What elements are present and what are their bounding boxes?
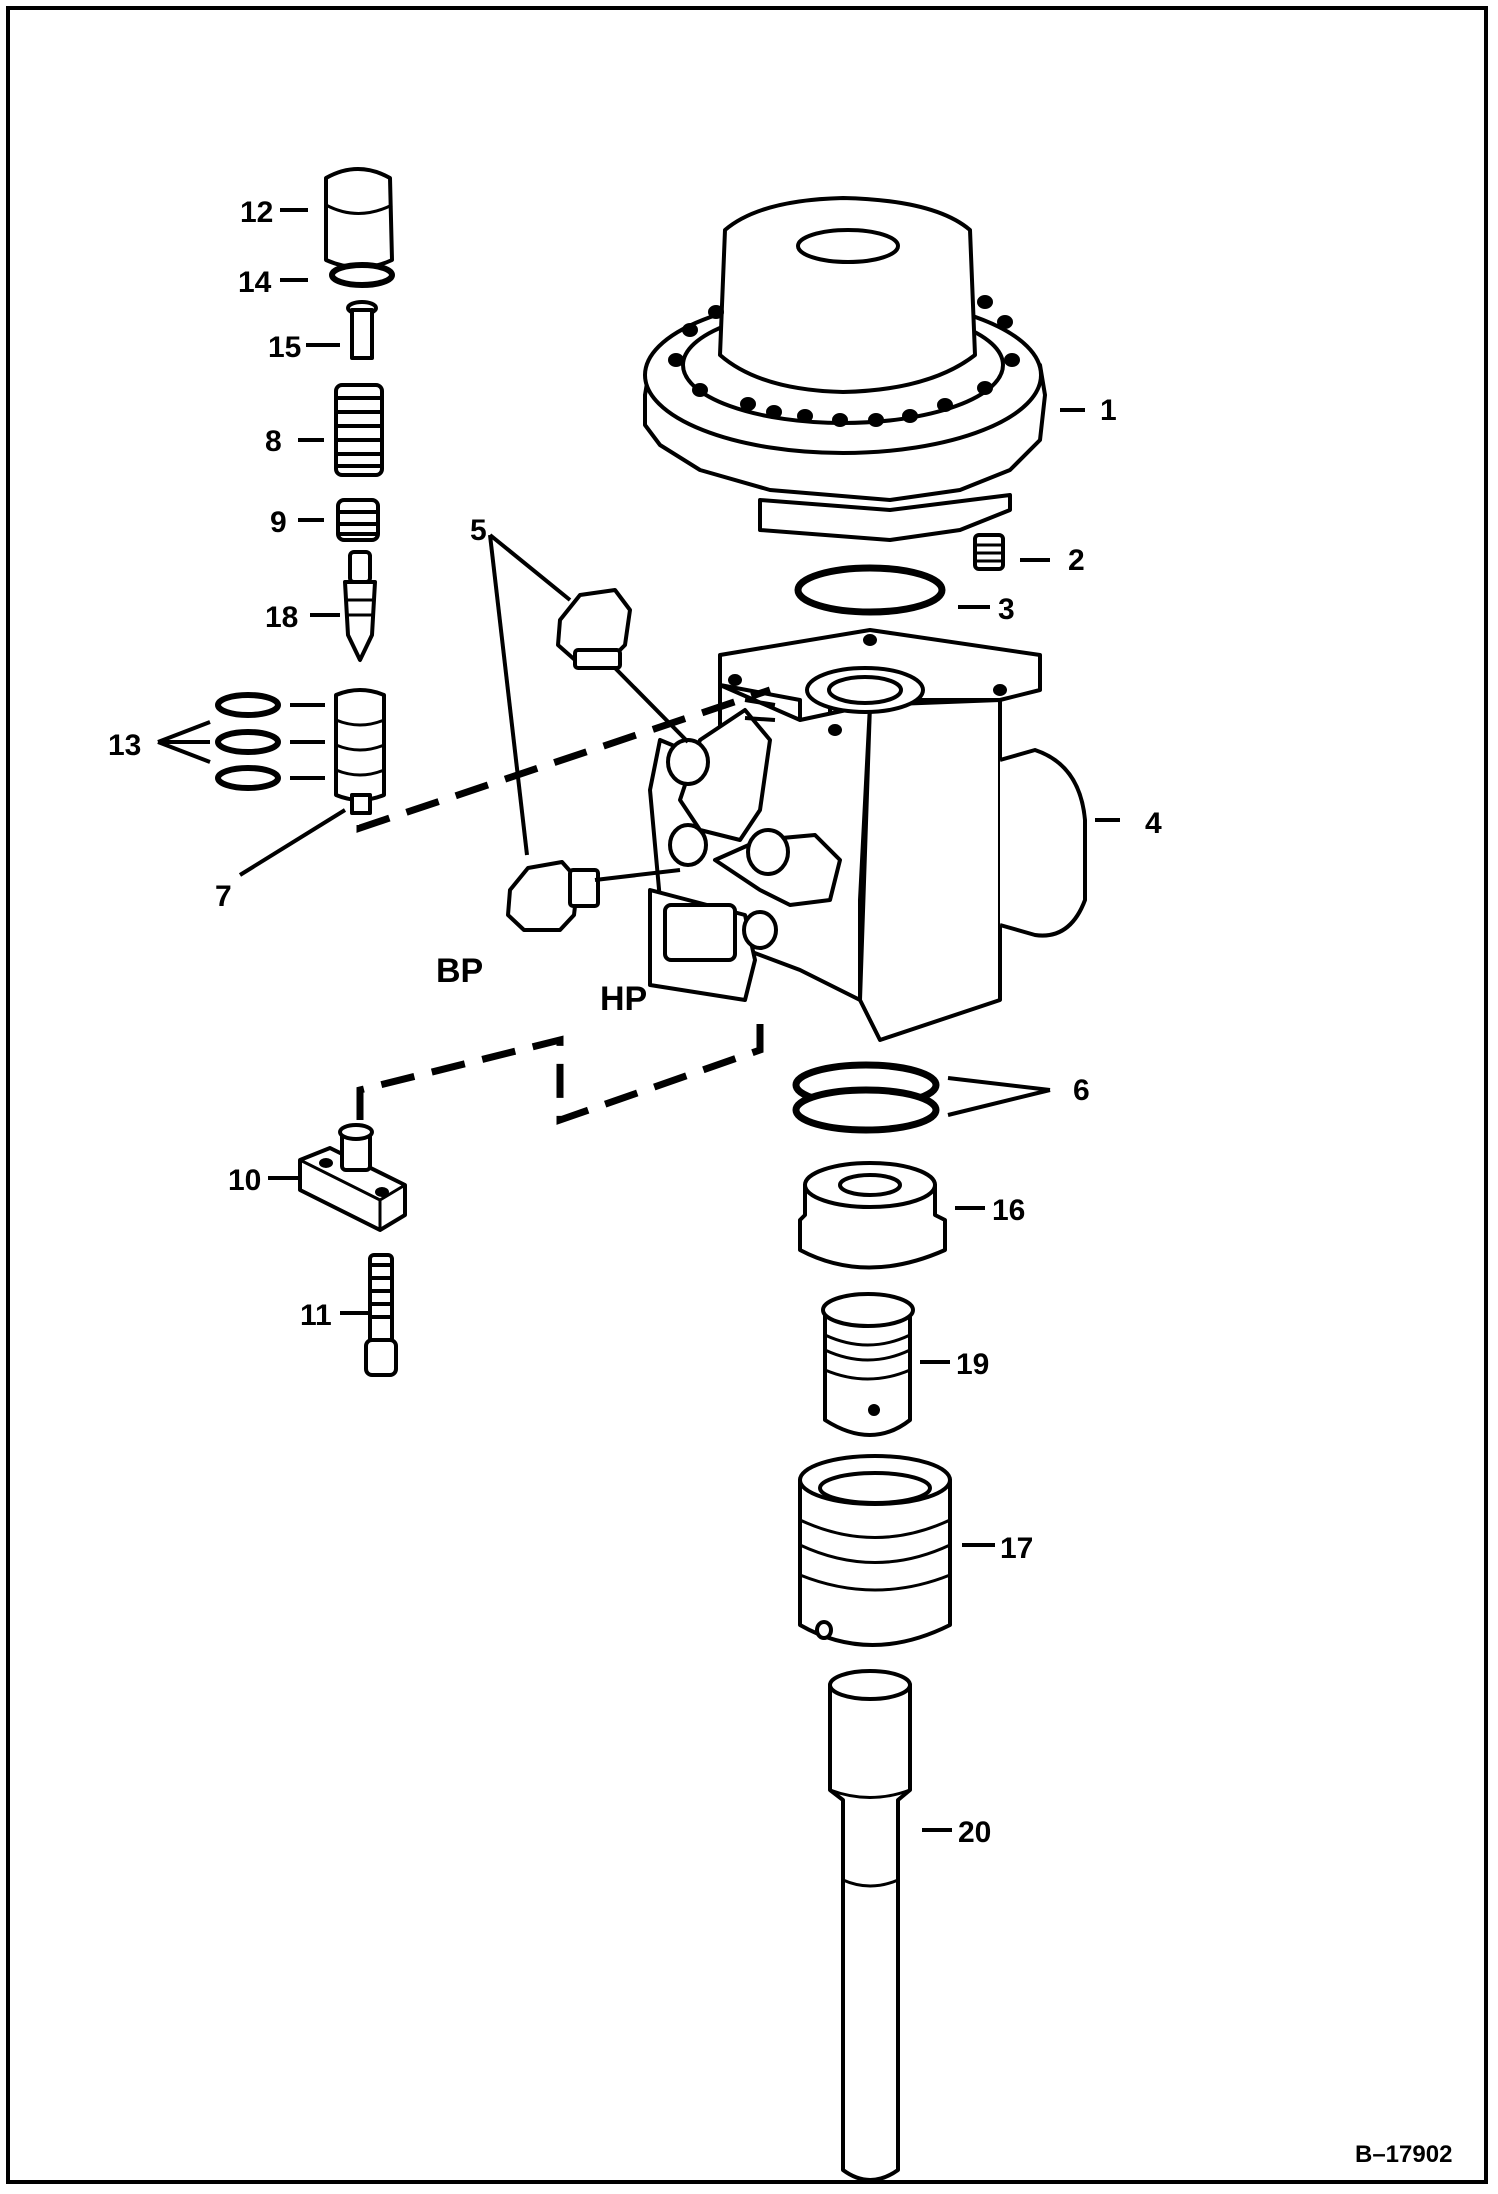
callout-5: 5 [470, 514, 487, 547]
callout-labels: 1 2 3 4 5 6 7 8 9 10 11 12 13 14 15 16 1… [108, 196, 1452, 2168]
callout-2: 2 [1068, 544, 1085, 577]
callout-1: 1 [1100, 394, 1117, 427]
callout-10: 10 [228, 1164, 261, 1197]
part-15-pin [346, 300, 378, 360]
leader-lines [157, 208, 1120, 1832]
part-14-o-ring [329, 262, 395, 288]
part-4-body [648, 628, 1087, 1042]
callout-20: 20 [958, 1816, 991, 1849]
part-12-cap [324, 167, 394, 270]
part-5-plug-lower [506, 860, 600, 932]
part-2-spring [973, 533, 1005, 571]
part-20-piston [828, 1669, 912, 2182]
callout-7: 7 [215, 880, 232, 913]
part-1-cover [643, 196, 1047, 542]
callout-3: 3 [998, 593, 1015, 626]
part-9-spring [336, 498, 380, 542]
part-10-block [298, 1123, 407, 1232]
callout-11: 11 [300, 1299, 332, 1332]
callout-8: 8 [265, 425, 282, 458]
zone-label-hp: HP [600, 980, 647, 1018]
callout-6: 6 [1073, 1074, 1090, 1107]
callout-9: 9 [270, 506, 287, 539]
callout-15: 15 [268, 331, 301, 364]
part-19-sleeve [821, 1292, 915, 1437]
callout-17: 17 [1000, 1532, 1033, 1565]
part-7-valve-cartridge [334, 688, 386, 815]
connection-line-10-body [356, 1020, 764, 1125]
connection-line-7-body [356, 686, 772, 833]
part-5-plug-upper [556, 588, 632, 670]
part-8-spring [334, 383, 384, 477]
callout-12: 12 [240, 196, 273, 229]
part-6-rings [792, 1061, 940, 1134]
part-13-o-rings [215, 692, 281, 791]
callout-18: 18 [265, 601, 298, 634]
part-3-o-ring [794, 564, 946, 616]
part-17-cylinder [798, 1454, 952, 1647]
callout-14: 14 [238, 266, 272, 299]
part-16-bushing [798, 1161, 947, 1270]
callout-19: 19 [956, 1348, 989, 1381]
part-11-bolt [364, 1253, 398, 1377]
callout-13: 13 [108, 729, 141, 762]
part-18-poppet [343, 550, 377, 662]
zone-label-bp: BP [436, 952, 483, 990]
reference-code: B–17902 [1355, 2141, 1452, 2168]
callout-4: 4 [1145, 807, 1162, 840]
callout-16: 16 [992, 1194, 1025, 1227]
